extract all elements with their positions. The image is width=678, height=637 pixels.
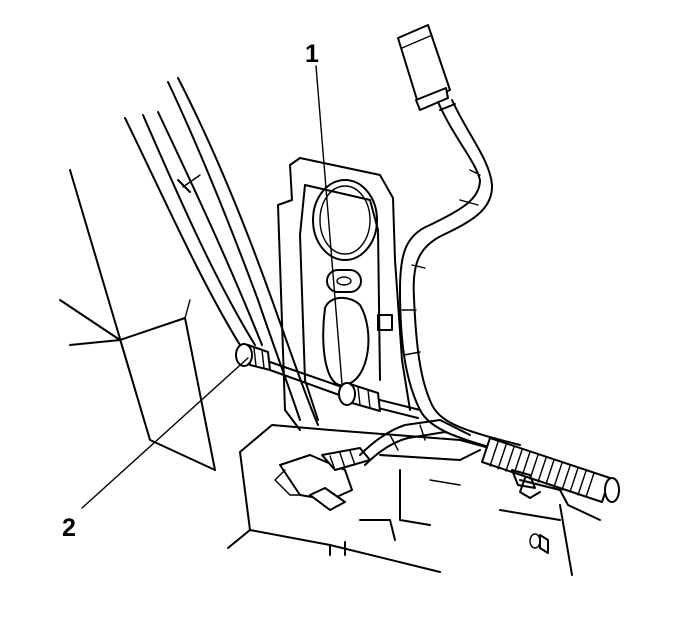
callout-2-label: 2 — [62, 514, 76, 542]
wiring-harness — [399, 99, 521, 456]
lower-connector — [274, 419, 481, 511]
door-frame-pillar — [124, 77, 319, 426]
callout-2-leader — [81, 357, 249, 509]
body-panel-left — [59, 169, 216, 471]
floor-sill-panel — [227, 424, 601, 576]
pillar-trim-panel — [277, 157, 411, 431]
cable-connector-lower — [338, 382, 381, 412]
cable-connector-upper — [235, 343, 271, 371]
callout-1-label: 1 — [305, 40, 319, 68]
callout-1-leader — [315, 65, 343, 385]
upper-connector — [397, 24, 451, 111]
harness-conduit — [481, 437, 620, 503]
antenna-cable — [269, 361, 421, 419]
